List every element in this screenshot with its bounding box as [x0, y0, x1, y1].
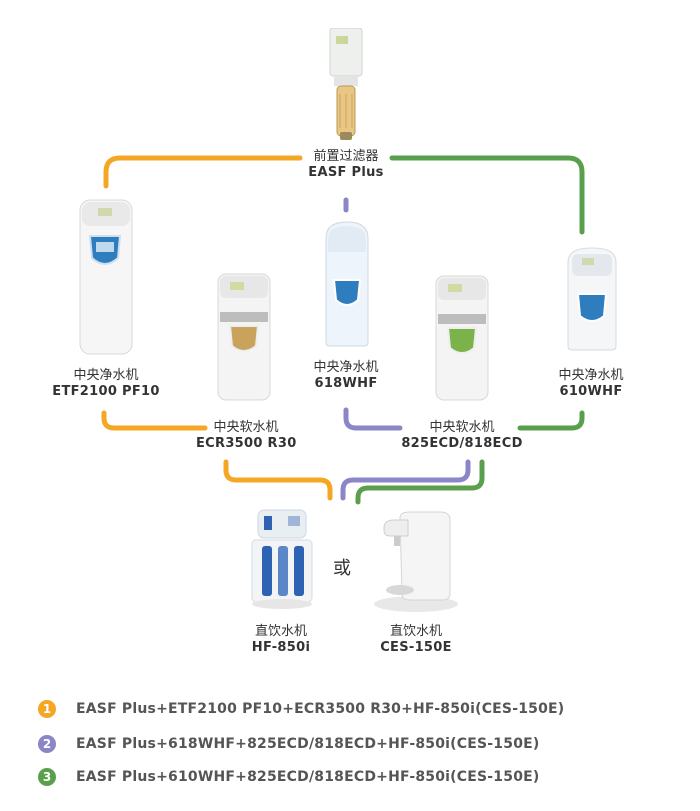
ces150e-model: CES-150E [380, 640, 452, 655]
ecd825-softener-image [435, 275, 489, 401]
ces150e-dispenser-image [374, 511, 458, 612]
purple-line-mid [343, 407, 403, 431]
or-text: 或 [333, 558, 351, 578]
ecr3500-softener-image [217, 273, 271, 401]
w610-purifier-image [567, 247, 617, 351]
legend-item-1: 1 EASF Plus+ETF2100 PF10+ECR3500 R30+HF-… [38, 697, 564, 721]
etf2100-type: 中央净水机 [73, 367, 139, 382]
ecd825-label: 中央软水机 825ECD/818ECD [390, 418, 534, 452]
hf850i-model: HF-850i [251, 640, 311, 655]
orange-line-top [103, 155, 303, 189]
hf850i-type: 直饮水机 [254, 623, 307, 638]
badge-2: 2 [38, 735, 56, 753]
green-line-top [389, 155, 585, 235]
etf2100-label: 中央净水机 ETF2100 PF10 [44, 366, 168, 400]
prefilter-unit-image [329, 28, 363, 140]
green-line-mid [517, 410, 585, 431]
ecr3500-label: 中央软水机 ECR3500 R30 [196, 418, 296, 452]
ecr3500-model: ECR3500 R30 [196, 436, 297, 451]
ces150e-label: 直饮水机 CES-150E [366, 622, 466, 656]
ces150e-type: 直饮水机 [389, 623, 442, 638]
legend-item-3: 3 EASF Plus+610WHF+825ECD/818ECD+HF-850i… [38, 765, 540, 789]
w610-type: 中央净水机 [558, 367, 624, 382]
badge-3: 3 [38, 768, 56, 786]
green-line-bottom [355, 459, 485, 505]
w618-model: 618WHF [314, 376, 378, 391]
w618-label: 中央净水机 618WHF [296, 358, 396, 392]
prefilter-type: 前置过滤器 [313, 148, 379, 163]
ecr3500-type: 中央软水机 [213, 419, 279, 434]
orange-line-bottom [223, 459, 333, 501]
purple-line-bottom [340, 459, 471, 501]
w618-type: 中央净水机 [313, 359, 379, 374]
w610-label: 中央净水机 610WHF [536, 366, 646, 400]
legend-text-3: EASF Plus+610WHF+825ECD/818ECD+HF-850i(C… [76, 769, 540, 785]
w618-purifier-image [325, 221, 369, 347]
hf850i-label: 直饮水机 HF-850i [236, 622, 326, 656]
etf2100-model: ETF2100 PF10 [52, 384, 160, 399]
prefilter-label: 前置过滤器 EASF Plus [286, 147, 406, 181]
badge-1: 1 [38, 700, 56, 718]
orange-line-mid [101, 410, 208, 431]
tall-purifier-image [79, 199, 133, 355]
w610-model: 610WHF [559, 384, 623, 399]
ecd825-model: 825ECD/818ECD [401, 436, 523, 451]
prefilter-model: EASF Plus [308, 165, 384, 180]
ecd825-type: 中央软水机 [429, 419, 495, 434]
legend-text-2: EASF Plus+618WHF+825ECD/818ECD+HF-850i(C… [76, 736, 540, 752]
legend-item-2: 2 EASF Plus+618WHF+825ECD/818ECD+HF-850i… [38, 732, 540, 756]
hf850i-drinking-unit-image [251, 509, 313, 609]
legend-text-1: EASF Plus+ETF2100 PF10+ECR3500 R30+HF-85… [76, 701, 565, 717]
